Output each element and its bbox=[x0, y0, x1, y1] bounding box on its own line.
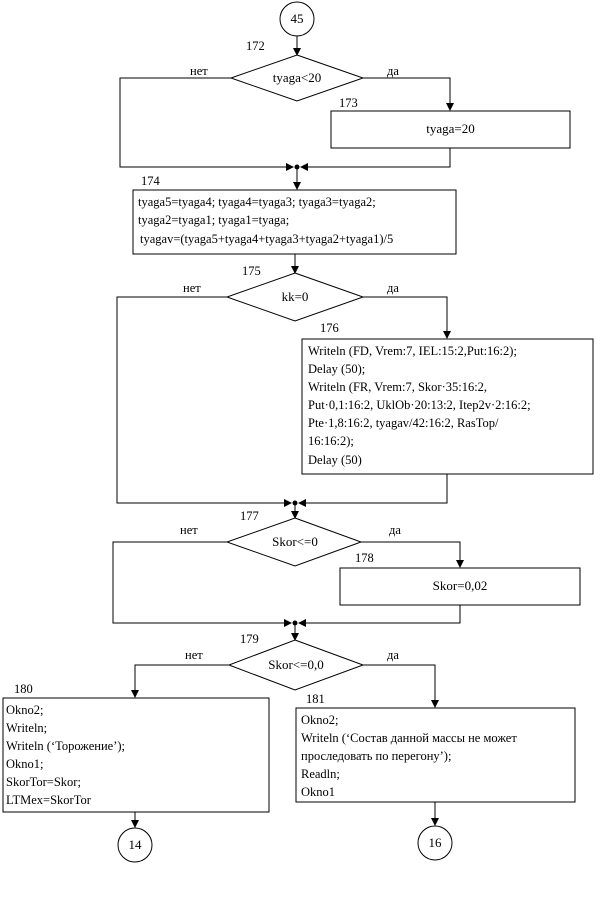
block-number-174: 174 bbox=[141, 174, 160, 188]
process-176-line-4: Put·0,1:16:2, UklOb·20:13:2, Itep2v·2:16… bbox=[308, 398, 531, 412]
process-174-line-3: tyagav=(tyaga5+tyaga4+tyaga3+tyaga2+tyag… bbox=[140, 232, 394, 246]
process-180-line-3: Writeln (‘Торожение’); bbox=[6, 739, 126, 753]
condition-172: tyaga<20 bbox=[272, 70, 322, 85]
label-no-175: нет bbox=[183, 281, 201, 295]
decision-179 bbox=[227, 639, 365, 691]
process-174-line-1: tyaga5=tyaga4; tyaga4=tyaga3; tyaga3=tya… bbox=[138, 195, 376, 209]
label-yes-175: да bbox=[387, 281, 399, 295]
condition-179: Skor<=0,0 bbox=[268, 657, 324, 672]
process-181-line-3: проследовать по перегону’); bbox=[301, 749, 452, 763]
process-180-line-4: Okno1; bbox=[6, 757, 44, 771]
decision-175 bbox=[225, 272, 365, 322]
process-178 bbox=[339, 567, 581, 606]
block-number-178: 178 bbox=[355, 551, 374, 565]
process-176-line-2: Delay (50); bbox=[308, 362, 366, 376]
block-number-180: 180 bbox=[14, 682, 33, 696]
connector-16 bbox=[417, 825, 453, 861]
connector-14-label: 14 bbox=[128, 837, 142, 852]
process-176 bbox=[301, 338, 594, 475]
process-180 bbox=[2, 697, 270, 813]
decision-177 bbox=[225, 517, 363, 567]
process-176-line-3: Writeln (FR, Vrem:7, Skor·35:16:2, bbox=[308, 380, 488, 394]
process-176-line-6: 16:16:2); bbox=[308, 434, 354, 448]
process-180-line-2: Writeln; bbox=[6, 721, 48, 735]
process-181 bbox=[295, 707, 576, 803]
process-181-line-1: Okno2; bbox=[301, 713, 339, 727]
label-no-172: нет bbox=[190, 64, 208, 78]
label-yes-177: да bbox=[389, 523, 401, 537]
block-number-181: 181 bbox=[306, 692, 325, 706]
process-181-line-5: Okno1 bbox=[301, 785, 336, 799]
process-181-line-4: Readln; bbox=[301, 767, 340, 781]
connector-16-label: 16 bbox=[428, 835, 442, 850]
process-173 bbox=[330, 110, 571, 149]
block-number-175: 175 bbox=[242, 264, 261, 278]
block-number-177: 177 bbox=[240, 509, 259, 523]
process-181-line-2: Writeln (‘Состав данной массы не может bbox=[301, 731, 517, 745]
label-yes-172: да bbox=[387, 64, 399, 78]
process-174 bbox=[132, 189, 457, 255]
process-174-line-2: tyaga2=tyaga1; tyaga1=tyaga; bbox=[138, 213, 290, 227]
process-176-line-5: Pte·1,8:16:2, tyagav/42:16:2, RasTop/ bbox=[308, 416, 499, 430]
connector-14 bbox=[117, 827, 153, 863]
process-180-line-1: Okno2; bbox=[6, 703, 44, 717]
condition-175: kk=0 bbox=[281, 289, 309, 304]
process-176-line-1: Writeln (FD, Vrem:7, IEL:15:2,Put:16:2); bbox=[308, 344, 517, 358]
label-yes-179: да bbox=[387, 648, 399, 662]
block-number-173: 173 bbox=[339, 96, 358, 110]
connector-start-label: 45 bbox=[290, 11, 304, 26]
block-number-172: 172 bbox=[246, 39, 265, 53]
block-number-179: 179 bbox=[240, 632, 259, 646]
process-180-line-6: LTMex=SkorTor bbox=[6, 793, 91, 807]
label-no-179: нет bbox=[185, 648, 203, 662]
process-180-line-5: SkorTor=Skor; bbox=[6, 775, 81, 789]
process-178-text: Skor=0,02 bbox=[432, 578, 488, 593]
label-no-177: нет bbox=[180, 523, 198, 537]
process-173-text: tyaga=20 bbox=[426, 121, 475, 136]
decision-172 bbox=[229, 54, 365, 102]
block-number-176: 176 bbox=[320, 321, 339, 335]
condition-177: Skor<=0 bbox=[272, 534, 318, 549]
process-176-line-7: Delay (50) bbox=[308, 453, 362, 467]
